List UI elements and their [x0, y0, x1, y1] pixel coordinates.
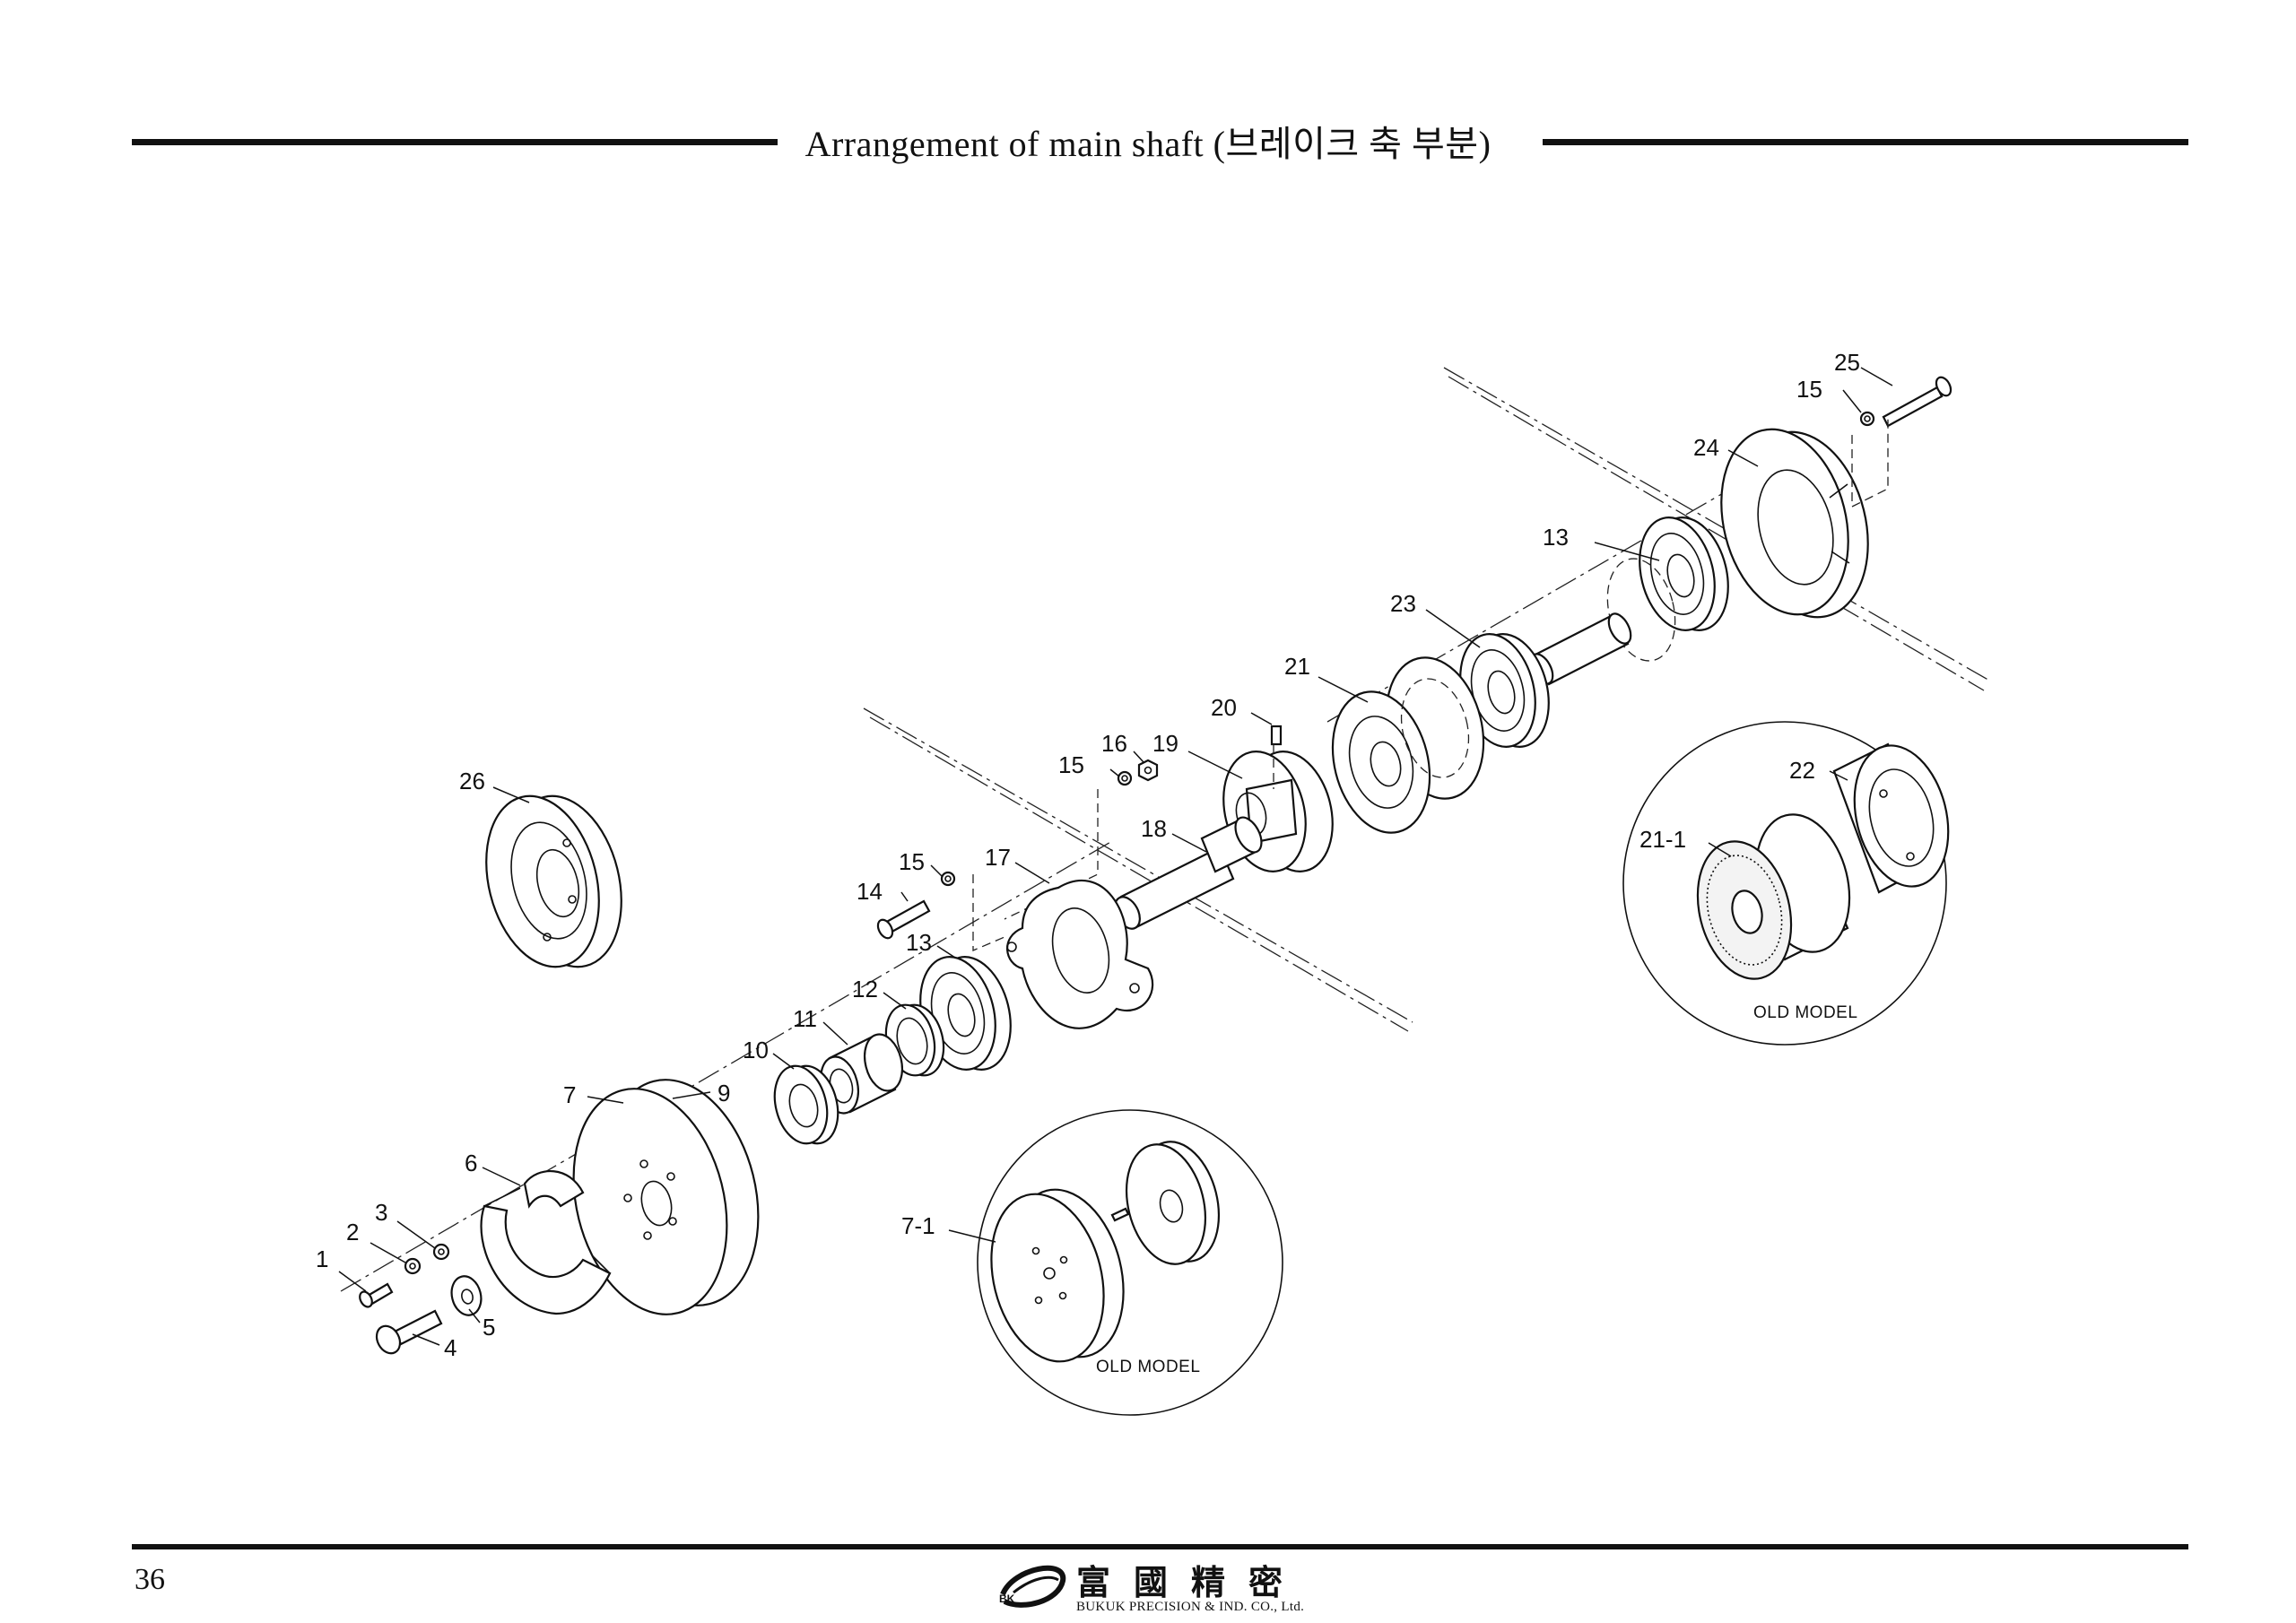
- label-19: 19: [1152, 730, 1178, 757]
- part-26-pulley: [485, 794, 622, 968]
- label-11: 11: [793, 1005, 817, 1032]
- label-23: 23: [1390, 590, 1416, 617]
- part-4-screw: [375, 1309, 443, 1355]
- label-7: 7: [563, 1081, 576, 1108]
- label-21-1: 21-1: [1639, 826, 1686, 853]
- label-21: 21: [1284, 653, 1310, 680]
- ref-line-upper-b: [1448, 376, 1985, 691]
- label-26: 26: [459, 768, 485, 794]
- label-13-lower: 13: [906, 929, 932, 956]
- label-6: 6: [465, 1150, 477, 1176]
- label-20: 20: [1211, 694, 1237, 721]
- header-rule-left: [132, 139, 778, 145]
- label-3: 3: [375, 1199, 387, 1226]
- part-20-set-screw: [1270, 725, 1283, 746]
- part-13-bearing-upper: [1639, 516, 1729, 631]
- company-name-cjk: 富國精密: [1076, 1562, 1307, 1602]
- label-18: 18: [1141, 815, 1167, 842]
- part-labels: 1 2 3 4 5 6 7 9 10 11 12 13 14 15 17 15 …: [316, 349, 1860, 1361]
- label-17: 17: [985, 844, 1011, 871]
- part-17-flange: [1006, 880, 1154, 1029]
- inset-brake-caption: OLD MODEL: [1753, 1003, 1857, 1022]
- page-number: 36: [135, 1563, 165, 1596]
- label-22: 22: [1789, 757, 1815, 784]
- label-10: 10: [743, 1037, 769, 1063]
- ref-line-upper-a: [1443, 367, 1992, 682]
- label-15-a: 15: [899, 848, 925, 875]
- main-shaft-axis: [340, 840, 1113, 1292]
- label-5: 5: [483, 1314, 495, 1341]
- part-16-nut: [1004, 759, 1159, 920]
- label-15-c: 15: [1796, 376, 1822, 403]
- inset-pulley-old-model: OLD MODEL: [977, 1109, 1283, 1416]
- page-title: Arrangement of main shaft (브레이크 축 부분): [0, 119, 2296, 169]
- ref-line-lower-b: [869, 716, 1409, 1032]
- ref-line-lower-a: [863, 707, 1413, 1023]
- inset-pulley-caption: OLD MODEL: [1096, 1358, 1200, 1376]
- leader-lines: [338, 367, 1893, 1346]
- part-18-shaft: [1114, 816, 1263, 930]
- label-14: 14: [857, 878, 883, 905]
- header-rule-right: [1543, 139, 2188, 145]
- part-5-washer: [450, 1275, 483, 1316]
- inset-brake-old-model: OLD MODEL: [1622, 721, 1950, 1046]
- label-12: 12: [852, 976, 878, 1002]
- label-9: 9: [718, 1080, 730, 1107]
- part-1-screw: [359, 1282, 394, 1308]
- part-3-washer: [432, 1243, 450, 1261]
- logo-mark-text: BK: [999, 1593, 1015, 1605]
- label-4: 4: [444, 1334, 457, 1361]
- part-7-pulley: [572, 1079, 760, 1315]
- bukuk-logo-icon: [1000, 1565, 1066, 1608]
- label-1: 1: [316, 1245, 328, 1272]
- label-2: 2: [346, 1219, 359, 1245]
- part-2-nut: [404, 1257, 422, 1275]
- label-7-1: 7-1: [901, 1212, 935, 1239]
- part-24-cover: [1720, 417, 1889, 619]
- label-24: 24: [1693, 434, 1719, 461]
- footer-rule: [132, 1544, 2188, 1549]
- part-10-collar: [773, 1064, 839, 1145]
- label-15-b: 15: [1058, 751, 1084, 778]
- part-14-screw: [876, 871, 1005, 951]
- label-13-upper: 13: [1543, 524, 1569, 551]
- label-16: 16: [1101, 730, 1127, 757]
- part-21-brake-housing: [1331, 656, 1485, 834]
- part-6-clamp: [480, 1170, 612, 1315]
- part-25-screw: [1859, 376, 1952, 428]
- label-25: 25: [1834, 349, 1860, 376]
- company-name: BUKUK PRECISION & IND. CO., Ltd.: [1076, 1600, 1305, 1614]
